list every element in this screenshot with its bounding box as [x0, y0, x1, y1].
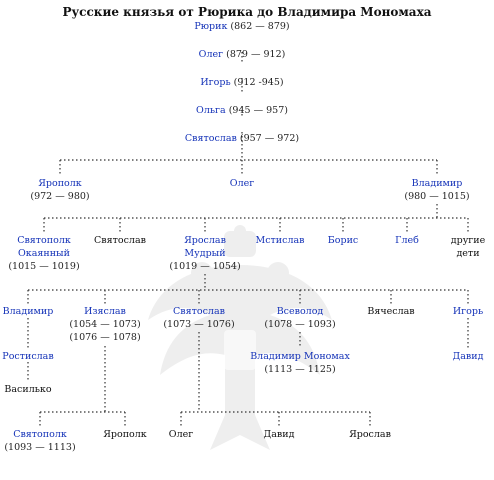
name-link[interactable]: Ольга: [196, 105, 226, 116]
double-headed-eagle-watermark: [140, 225, 340, 455]
reign-dates: (1019 — 1054): [169, 261, 241, 272]
reign-dates: (1093 — 1113): [4, 442, 76, 453]
name-link[interactable]: Давид: [452, 351, 484, 362]
reign-dates: (1113 — 1125): [264, 364, 336, 375]
name-link[interactable]: Изяслав: [84, 306, 126, 317]
node-yaropolk[interactable]: Ярополк (972 — 980): [30, 177, 89, 203]
node-olga[interactable]: Ольга (945 — 957): [196, 104, 288, 117]
name-link[interactable]: Ярополк: [38, 178, 82, 189]
reign-dates: (945 — 957): [228, 105, 288, 116]
node-yaroslav-mudry[interactable]: Ярослав Мудрый (1019 — 1054): [169, 234, 240, 273]
name-link[interactable]: Ярослав: [184, 235, 226, 246]
name-link[interactable]: Святослав: [184, 133, 237, 144]
node-vasilko: Василько: [4, 383, 51, 396]
node-oleg-drevlyansky[interactable]: Олег: [230, 177, 254, 190]
node-david-igorevich[interactable]: Давид: [453, 350, 484, 363]
reign-dates: (862 — 879): [230, 21, 290, 32]
node-mstislav[interactable]: Мстислав: [255, 234, 304, 247]
epithet-link[interactable]: Мудрый: [184, 248, 226, 259]
name-link[interactable]: Глеб: [395, 235, 419, 246]
node-other-children: другие дети: [451, 234, 485, 260]
name-link[interactable]: Олег: [229, 178, 255, 189]
text-line: дети: [456, 248, 480, 259]
node-rurik[interactable]: Рюрик (862 — 879): [194, 20, 289, 33]
name-text: Ярослав: [349, 429, 391, 440]
reign-dates: (1073 — 1076): [163, 319, 235, 330]
reign-dates: (957 — 972): [239, 133, 300, 144]
node-yaropolk-izyaslavich: Ярополк: [103, 428, 147, 441]
name-link[interactable]: Рюрик: [194, 21, 228, 32]
name-text: Василько: [4, 384, 52, 395]
node-vladimir-monomakh[interactable]: Владимир Мономах (1113 — 1125): [250, 350, 350, 376]
name-link[interactable]: Всеволод: [276, 306, 324, 317]
name-link[interactable]: Мстислав: [255, 235, 305, 246]
node-david-svyatoslavich: Давид: [264, 428, 295, 441]
node-vsevolod[interactable]: Всеволод (1078 — 1093): [264, 305, 335, 331]
reign-dates: (1015 — 1019): [8, 261, 80, 272]
node-oleg-svyatoslavich: Олег: [169, 428, 193, 441]
node-vladimir[interactable]: Владимир (980 — 1015): [404, 177, 469, 203]
name-text: Ярополк: [103, 429, 147, 440]
node-svyatoslav-vladimirovich: Святослав: [94, 234, 146, 247]
reign-dates: (912 -945): [233, 77, 284, 88]
node-yaroslav-svyatoslavich: Ярослав: [349, 428, 391, 441]
reign-dates: (980 — 1015): [404, 191, 470, 202]
name-link[interactable]: Владимир Мономах: [250, 351, 350, 362]
node-rostislav[interactable]: Ростислав: [2, 350, 53, 363]
reign-dates: (1054 — 1073): [69, 319, 141, 330]
reign-dates: (1076 — 1078): [69, 332, 141, 343]
name-text: Давид: [263, 429, 295, 440]
node-boris[interactable]: Борис: [328, 234, 358, 247]
diagram-title: Русские князья от Рюрика до Владимира Мо…: [62, 5, 432, 19]
node-svyatoslav[interactable]: Святослав (957 — 972): [185, 132, 299, 145]
node-vyacheslav: Вячеслав: [367, 305, 414, 318]
name-link[interactable]: Владимир: [411, 178, 463, 189]
node-igor-yaroslavich[interactable]: Игорь: [453, 305, 483, 318]
name-link[interactable]: Святослав: [173, 306, 225, 317]
name-link[interactable]: Борис: [327, 235, 359, 246]
reign-dates: (1078 — 1093): [264, 319, 336, 330]
name-link[interactable]: Владимир: [2, 306, 54, 317]
node-oleg-veshchy[interactable]: Олег (879 — 912): [199, 48, 286, 61]
name-link[interactable]: Игорь: [200, 77, 231, 88]
name-link[interactable]: Олег: [198, 49, 224, 60]
name-text: Вячеслав: [367, 306, 415, 317]
node-gleb[interactable]: Глеб: [395, 234, 419, 247]
name-link[interactable]: Игорь: [452, 306, 484, 317]
epithet-link[interactable]: Окаянный: [18, 248, 70, 259]
node-svyatopolk-okayanny[interactable]: Святополк Окаянный (1015 — 1019): [8, 234, 79, 273]
node-svyatoslav-yaroslavich[interactable]: Святослав (1073 — 1076): [163, 305, 234, 331]
name-link[interactable]: Святополк: [13, 429, 67, 440]
reign-dates: (879 — 912): [226, 49, 286, 60]
name-link[interactable]: Святополк: [17, 235, 71, 246]
node-igor[interactable]: Игорь (912 -945): [200, 76, 283, 89]
name-link[interactable]: Ростислав: [2, 351, 54, 362]
node-izyaslav[interactable]: Изяслав (1054 — 1073) (1076 — 1078): [69, 305, 140, 344]
reign-dates: (972 — 980): [30, 191, 90, 202]
name-text: Святослав: [94, 235, 146, 246]
text-line: другие: [450, 235, 486, 246]
name-text: Олег: [168, 429, 194, 440]
node-svyatopolk-izyaslavich[interactable]: Святополк (1093 — 1113): [4, 428, 75, 454]
node-vladimir-yaroslavich[interactable]: Владимир: [3, 305, 54, 318]
